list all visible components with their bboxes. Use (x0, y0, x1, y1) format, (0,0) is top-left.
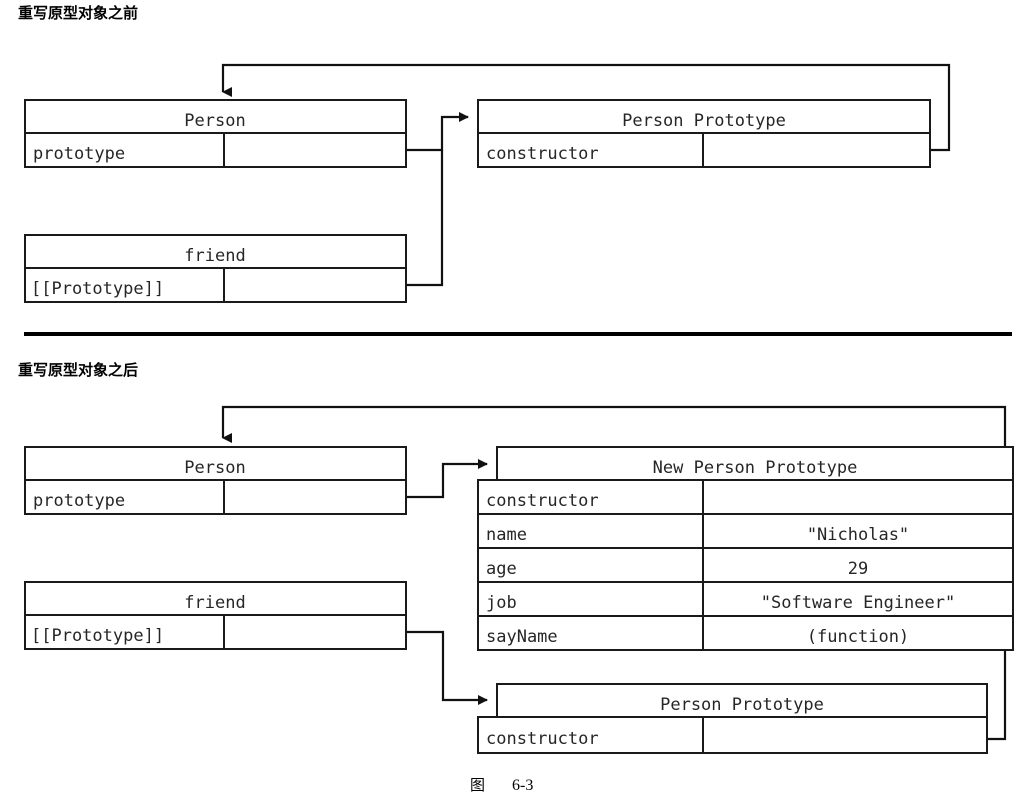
box-title: friend (184, 246, 245, 266)
section-heading-after: 重写原型对象之后 (18, 361, 138, 379)
row-key: name (486, 525, 527, 545)
row-value: "Software Engineer" (761, 593, 955, 613)
figure-caption: 图 6-3 (470, 776, 533, 794)
box-person-before[interactable]: Person prototype (24, 99, 407, 168)
box-person-prototype-before[interactable]: Person Prototype constructor (477, 99, 931, 168)
box-title: Person (184, 458, 245, 478)
caption-label: 图 (470, 776, 485, 794)
row-key: [[Prototype]] (31, 279, 164, 299)
caption-number: 6-3 (512, 777, 533, 794)
row-key: sayName (486, 627, 558, 647)
row-key: constructor (486, 729, 599, 749)
box-person-after[interactable]: Person prototype (24, 446, 407, 515)
row-key: constructor (486, 491, 599, 511)
row-key: prototype (33, 491, 125, 511)
box-new-person-prototype[interactable]: New Person Prototype constructor name "N… (477, 446, 1014, 651)
section-before: 重写原型对象之前 Person prototype (18, 4, 951, 303)
row-value: (function) (807, 627, 909, 647)
box-friend-before[interactable]: friend [[Prototype]] (24, 234, 407, 303)
box-title: Person Prototype (622, 111, 786, 131)
section-heading-before: 重写原型对象之前 (18, 4, 138, 22)
row-key: prototype (33, 144, 125, 164)
box-title: friend (184, 593, 245, 613)
box-friend-after[interactable]: friend [[Prototype]] (24, 581, 407, 650)
box-person-prototype-after[interactable]: Person Prototype constructor (477, 683, 988, 754)
section-after: 重写原型对象之后 Person prototype (18, 361, 1014, 754)
row-key: constructor (486, 144, 599, 164)
row-value: 29 (848, 559, 868, 579)
box-title: Person (184, 111, 245, 131)
box-title: Person Prototype (660, 695, 824, 715)
row-key: job (486, 593, 517, 613)
row-value: "Nicholas" (807, 525, 909, 545)
row-key: [[Prototype]] (31, 626, 164, 646)
row-key: age (486, 559, 517, 579)
box-title: New Person Prototype (653, 458, 858, 478)
